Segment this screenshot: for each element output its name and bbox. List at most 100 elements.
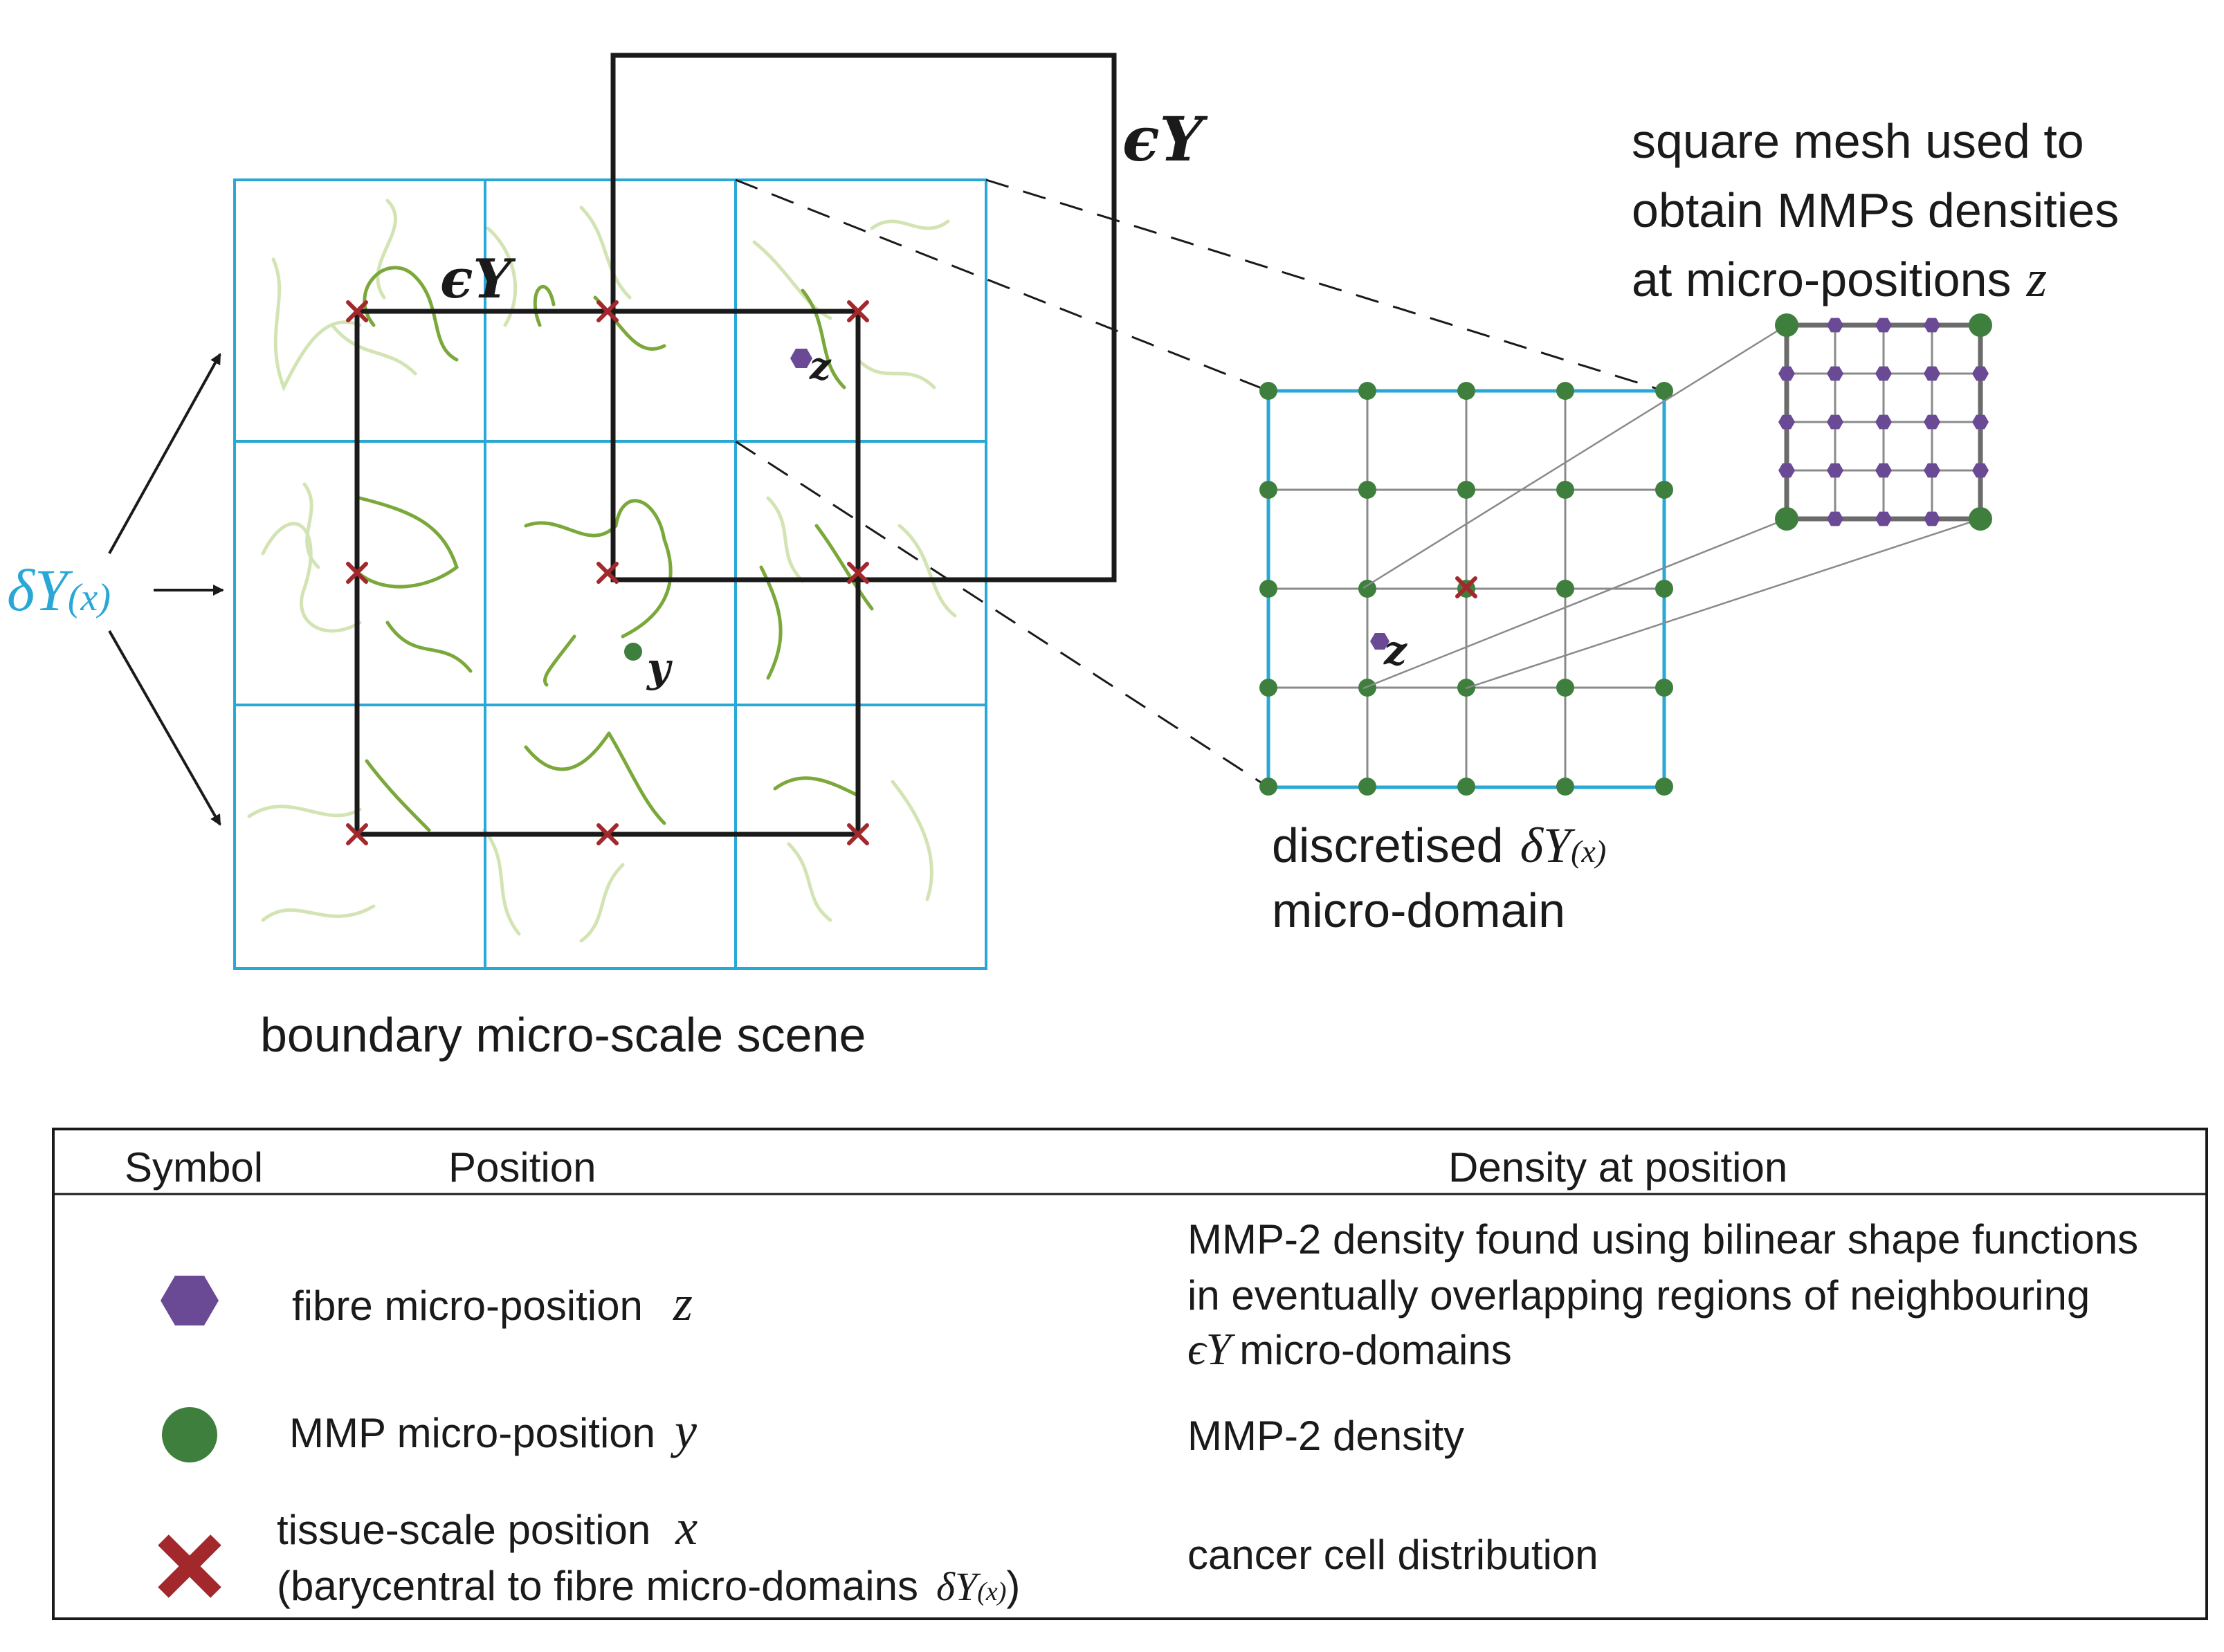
purple-hexagon-icon: [1875, 463, 1892, 478]
row3-position-line2-delta: δY: [936, 1564, 981, 1609]
red-cross-icon: [847, 300, 869, 322]
purple-hexagon-icon: [1924, 366, 1940, 381]
header-position: Position: [448, 1144, 596, 1191]
green-circle-icon: [1259, 778, 1277, 796]
fibre: [607, 731, 666, 825]
fibre-light: [261, 904, 376, 922]
purple-hexagon-icon: [1875, 366, 1892, 381]
purple-hexagon-icon: [1827, 463, 1843, 478]
purple-hexagon-icon: [1924, 318, 1940, 333]
legend-border: [52, 1128, 2208, 1620]
red-cross-stroke: [158, 1534, 221, 1598]
fibre: [363, 266, 459, 362]
purple-hexagon-icon: [1370, 633, 1389, 650]
row3-position-line1: tissue-scale position x: [277, 1500, 698, 1555]
zoom-line: [1362, 517, 1787, 690]
purple-hexagon-icon: [1924, 511, 1940, 526]
discretised-z-label: z: [1383, 627, 1407, 674]
discretised-x: (x): [1571, 834, 1606, 869]
row1-density-line1: MMP-2 density found using bilinear shape…: [1187, 1216, 2138, 1263]
green-circle-icon: [162, 1407, 217, 1462]
green-circle-icon: [1358, 580, 1376, 598]
red-cross-stroke: [596, 823, 619, 845]
row3-position-var: x: [675, 1500, 698, 1555]
fibres-light: [247, 199, 957, 943]
deltaY-label-x: (x): [68, 576, 111, 619]
row3-density: cancer cell distribution: [1187, 1532, 1598, 1578]
red-cross-stroke: [346, 823, 368, 845]
purple-hexagon-icon: [1875, 414, 1892, 430]
red-cross-icon: [346, 562, 368, 584]
square-mesh-nodes: [1775, 313, 1992, 531]
fibre-light: [787, 842, 832, 922]
green-circle-icon: [1259, 679, 1277, 697]
red-cross-stroke: [847, 562, 869, 584]
fibre-light: [330, 323, 417, 376]
row1-position-var: z: [673, 1276, 693, 1331]
row2-density: MMP-2 density: [1187, 1413, 1464, 1459]
green-circle-icon: [1457, 481, 1475, 499]
purple-hexagon-icon: [1972, 463, 1989, 478]
fibre-light: [261, 522, 362, 633]
projection-line: [735, 178, 1269, 392]
epsY-small-label: ϵY: [440, 248, 516, 311]
green-circle-icon: [1969, 313, 1992, 337]
green-circle-icon: [1556, 778, 1574, 796]
tissue-positions: [346, 300, 869, 845]
row1-position-text: fibre micro-position: [292, 1283, 643, 1329]
green-circle-icon: [1358, 778, 1376, 796]
zoom-line: [1362, 324, 1787, 589]
square-mesh-line1: square mesh used to: [1632, 114, 2084, 168]
fibre: [814, 524, 874, 611]
purple-hexagon-icon: [1827, 414, 1843, 430]
fibre: [358, 496, 459, 589]
fibre-light: [482, 828, 521, 936]
fibre-light: [302, 482, 320, 569]
purple-hexagon-icon: [1924, 463, 1940, 478]
purple-hexagon-icon: [790, 349, 812, 368]
red-cross-stroke: [346, 300, 368, 322]
fibre: [801, 288, 846, 389]
purple-hexagon-icon: [1972, 366, 1989, 381]
square-mesh-line3-var: z: [2026, 250, 2048, 308]
red-cross-icon: [596, 823, 619, 845]
boundary-scene: z y ϵY ϵY δY(x) boundary micro-scale sce…: [7, 53, 1208, 1062]
purple-hexagon-icon: [1827, 511, 1843, 526]
fibre-light: [891, 780, 933, 901]
discretised-nodes: [1259, 382, 1673, 796]
row2-position-text: MMP micro-position: [289, 1410, 655, 1456]
fibre-light: [247, 805, 362, 818]
scene-caption: boundary micro-scale scene: [260, 1008, 866, 1062]
row3-position-line2-text: (barycentral to fibre micro-domains: [277, 1563, 918, 1609]
arrow-to-top-cell: [108, 353, 221, 554]
purple-hexagon-icon: [1875, 318, 1892, 333]
row3-position-line2: (barycentral to fibre micro-domains δY(x)…: [277, 1563, 1020, 1609]
row3-position-text: tissue-scale position: [277, 1507, 650, 1553]
zoom-connector-lines: [1362, 324, 1981, 690]
fibre: [593, 295, 666, 351]
discretised-text: discretised: [1272, 818, 1504, 872]
fibre-light: [897, 524, 957, 618]
red-cross-icon: [596, 562, 619, 584]
arrow-to-bottom-cell: [108, 630, 221, 826]
red-cross-icon: [346, 300, 368, 322]
red-cross-stroke: [596, 300, 619, 322]
fibre: [759, 565, 783, 680]
green-circle-icon: [1655, 580, 1673, 598]
green-circle-icon: [1556, 481, 1574, 499]
red-cross-icon: [847, 823, 869, 845]
green-circle-icon: [1655, 778, 1673, 796]
fibre-light: [870, 219, 950, 230]
red-cross-icon: [158, 1534, 221, 1598]
row3-position-line2-x: (x): [977, 1577, 1006, 1606]
projection-lines: [735, 178, 1665, 789]
row1-position: fibre micro-position z: [292, 1276, 693, 1331]
green-circle-icon: [1358, 679, 1376, 697]
red-cross-icon: [596, 300, 619, 322]
red-cross-stroke: [847, 823, 869, 845]
green-circle-icon: [1457, 382, 1475, 400]
red-cross-stroke: [596, 562, 619, 584]
purple-hexagon-icon: [1972, 414, 1989, 430]
